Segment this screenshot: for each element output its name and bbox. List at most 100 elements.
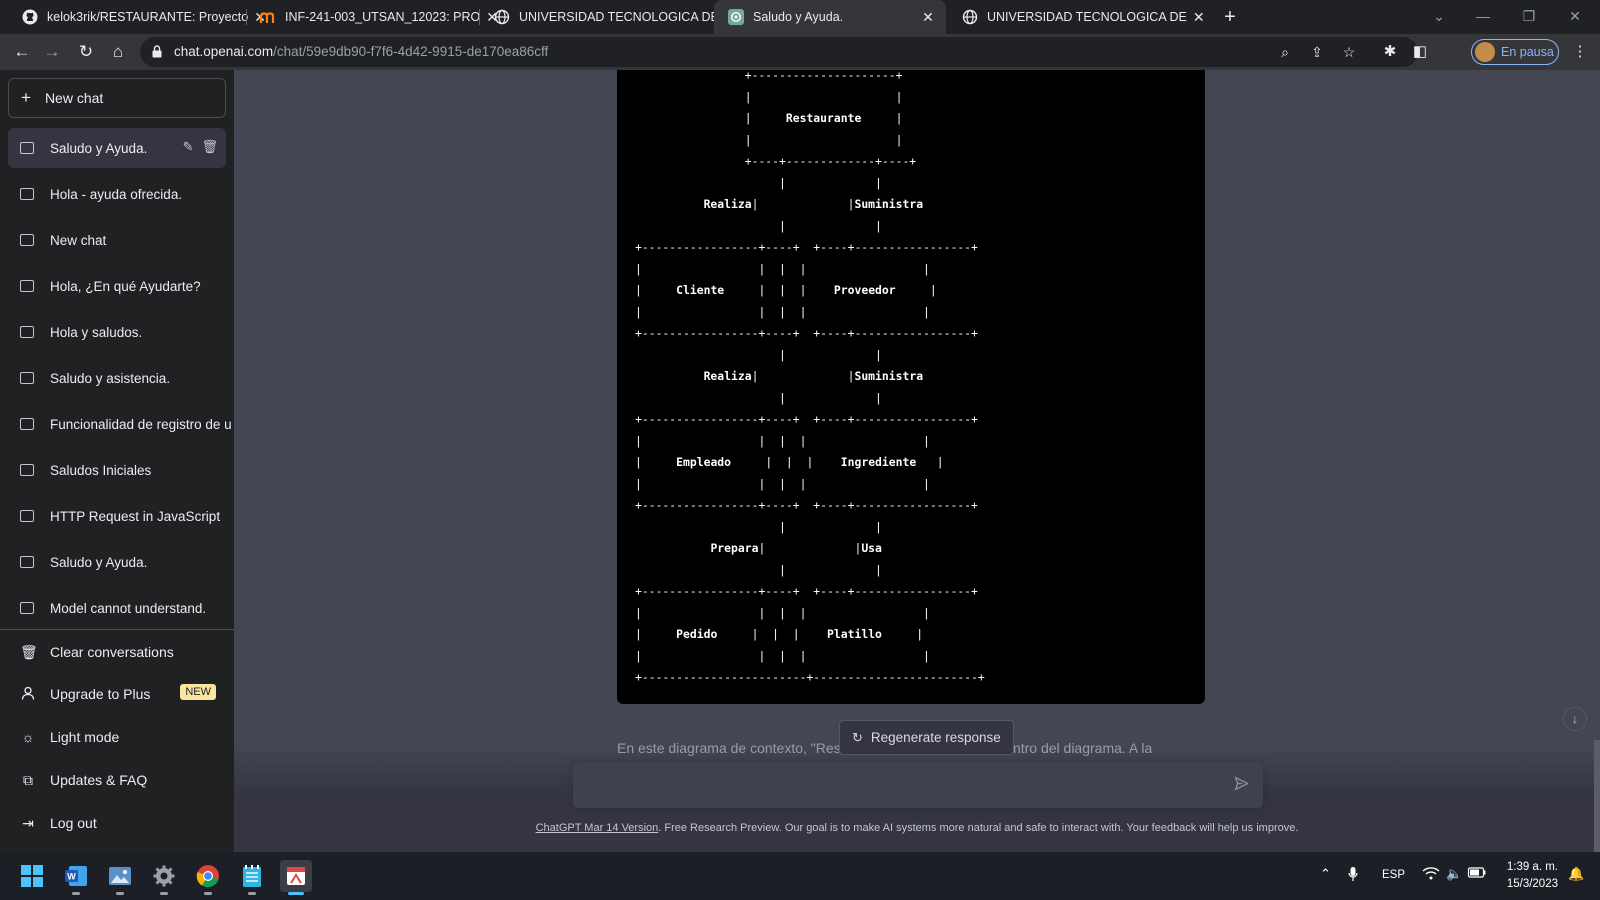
logout-button[interactable]: ⇥ Log out	[8, 803, 226, 843]
updates-label: Updates & FAQ	[50, 772, 148, 788]
globe-icon	[494, 9, 510, 25]
conversation-item[interactable]: Saludo y Ayuda.	[8, 542, 226, 582]
tab-title: UNIVERSIDAD TECNOLOGICA DE	[519, 10, 719, 24]
conversation-item[interactable]: New chat	[8, 220, 226, 260]
scrollbar[interactable]	[1594, 740, 1600, 852]
new-tab-button[interactable]: +	[1224, 6, 1236, 28]
chevron-up-icon[interactable]: ⌃	[1320, 866, 1331, 881]
conversation-item[interactable]: HTTP Request in JavaScript	[8, 496, 226, 536]
conversation-title: Model cannot understand.	[50, 600, 207, 616]
chat-bubble-icon	[20, 188, 34, 200]
user-icon	[20, 686, 36, 703]
conversation-item[interactable]: Funcionalidad de registro de u	[8, 404, 232, 444]
back-icon[interactable]: ←	[13, 42, 31, 61]
relation-prepara: Prepara	[710, 541, 759, 555]
tab-separator	[479, 9, 480, 25]
wifi-icon[interactable]	[1422, 866, 1440, 883]
conversation-title: Saludo y asistencia.	[50, 370, 171, 386]
trash-icon[interactable]: 🗑	[201, 139, 218, 154]
battery-icon[interactable]	[1467, 866, 1486, 881]
conversation-item[interactable]: Saludo y asistencia.	[8, 358, 226, 398]
conversation-item[interactable]: Model cannot understand.	[8, 588, 226, 628]
tab-universidad-1[interactable]: UNIVERSIDAD TECNOLOGICA DE ✕	[480, 0, 737, 34]
tab-title: Saludo y Ayuda.	[753, 10, 844, 24]
new-chat-button[interactable]: + New chat	[8, 78, 226, 118]
conversation-item[interactable]: Hola - ayuda ofrecida.	[8, 174, 226, 214]
profile-button[interactable]: En pausa	[1471, 39, 1559, 65]
regenerate-button[interactable]: ↻ Regenerate response	[839, 720, 1014, 755]
tab-separator	[246, 9, 247, 25]
version-link[interactable]: ChatGPT Mar 14 Version	[535, 822, 659, 834]
bookmark-star-icon[interactable]: ☆	[1342, 44, 1356, 60]
chat-bubble-icon	[20, 418, 34, 430]
microphone-icon[interactable]	[1348, 866, 1358, 885]
volume-icon[interactable]: 🔈	[1446, 866, 1463, 881]
reload-icon[interactable]: ↻	[78, 42, 94, 61]
conversation-item[interactable]: Hola, ¿En qué Ayudarte?	[8, 266, 226, 306]
tab-title: UNIVERSIDAD TECNOLOGICA DE	[987, 10, 1187, 24]
notepad-icon[interactable]	[236, 860, 268, 895]
send-icon[interactable]	[1234, 776, 1249, 794]
chat-bubble-icon	[20, 464, 34, 476]
profile-label: En pausa	[1501, 45, 1554, 59]
system-clock[interactable]: 1:39 a. m. 15/3/2023	[1498, 859, 1558, 893]
snipping-tool-icon[interactable]	[280, 860, 312, 895]
tab-title: INF-241-003_UTSAN_12023: PRO	[285, 10, 481, 24]
conversation-item[interactable]: Hola y saludos.	[8, 312, 226, 352]
edit-icon[interactable]: ✎	[182, 139, 194, 154]
close-icon[interactable]: ✕	[922, 8, 934, 25]
word-icon[interactable]: W	[60, 860, 92, 895]
language-indicator[interactable]: ESP	[1382, 869, 1406, 881]
updates-faq-link[interactable]: ⧉ Updates & FAQ	[8, 760, 226, 800]
upgrade-label: Upgrade to Plus	[50, 686, 151, 702]
close-icon[interactable]: ✕	[486, 8, 498, 25]
side-panel-icon[interactable]: ◧	[1412, 43, 1428, 60]
conversation-title: Saludo y Ayuda.	[50, 554, 148, 570]
tab-moodle[interactable]: INF-241-003_UTSAN_12023: PRO ✕	[246, 0, 498, 34]
share-icon[interactable]: ⇪	[1311, 44, 1323, 60]
zoom-icon[interactable]: ⌕	[1281, 44, 1289, 60]
extensions-icon[interactable]: ✱	[1383, 43, 1397, 60]
address-bar[interactable]: chat.openai.com/chat/59e9db90-f7f6-4d42-…	[140, 37, 1418, 67]
light-mode-button[interactable]: ☼ Light mode	[8, 717, 226, 757]
browser-toolbar: ← → ↻ ⌂ chat.openai.com/chat/59e9db90-f7…	[0, 34, 1600, 70]
menu-icon[interactable]: ⋮	[1572, 43, 1588, 60]
tab-universidad-2[interactable]: UNIVERSIDAD TECNOLOGICA DE ✕	[948, 0, 1205, 34]
tab-search-icon[interactable]: ⌄	[1433, 8, 1445, 24]
message-input-box[interactable]	[573, 762, 1263, 808]
notification-bell-icon[interactable]: 🔔	[1568, 866, 1585, 881]
conversation-title: New chat	[50, 232, 107, 248]
windows-start-icon[interactable]	[16, 860, 48, 892]
message-input[interactable]	[587, 774, 1207, 790]
footer-text: . Free Research Preview. Our goal is to …	[658, 822, 1299, 834]
upgrade-button[interactable]: Upgrade to Plus NEW	[8, 674, 226, 714]
url-path: /chat/59e9db90-f7f6-4d42-9915-de170ea86c…	[273, 44, 549, 59]
relation-realiza: Realiza	[703, 369, 752, 383]
trash-icon: 🗑	[20, 643, 38, 660]
photos-icon[interactable]	[104, 860, 136, 895]
tab-github[interactable]: kelok3rik/RESTAURANTE: Proyecto ✕	[8, 0, 266, 34]
chat-bubble-icon	[20, 280, 34, 292]
clear-conversations-button[interactable]: 🗑 Clear conversations	[8, 632, 226, 672]
clock-date: 15/3/2023	[1506, 878, 1558, 890]
close-icon[interactable]: ✕	[1192, 8, 1205, 25]
forward-icon[interactable]: →	[43, 42, 61, 61]
chat-bubble-icon	[20, 510, 34, 522]
chatgpt-icon	[728, 9, 744, 25]
scroll-down-icon[interactable]: ↓	[1563, 707, 1587, 731]
minimize-icon[interactable]: —	[1476, 8, 1490, 24]
light-mode-label: Light mode	[50, 729, 120, 745]
settings-gear-icon[interactable]	[148, 860, 180, 895]
sidebar-divider	[0, 629, 234, 630]
node-pedido: Pedido	[676, 627, 718, 641]
conversation-item[interactable]: Saludos Iniciales	[8, 450, 226, 490]
tab-chatgpt[interactable]: Saludo y Ayuda. ✕	[714, 0, 946, 34]
footer-disclaimer: ChatGPT Mar 14 Version. Free Research Pr…	[234, 822, 1600, 834]
restore-icon[interactable]: ❐	[1522, 8, 1536, 24]
conversation-item[interactable]: Saludo y Ayuda. ✎ 🗑	[8, 128, 226, 168]
chat-main: +---------------------+ | | | Restaurant…	[234, 68, 1600, 852]
window-close-icon[interactable]: ✕	[1569, 8, 1581, 24]
chrome-icon[interactable]	[192, 860, 224, 895]
chat-bubble-icon	[20, 372, 34, 384]
home-icon[interactable]: ⌂	[112, 42, 124, 61]
